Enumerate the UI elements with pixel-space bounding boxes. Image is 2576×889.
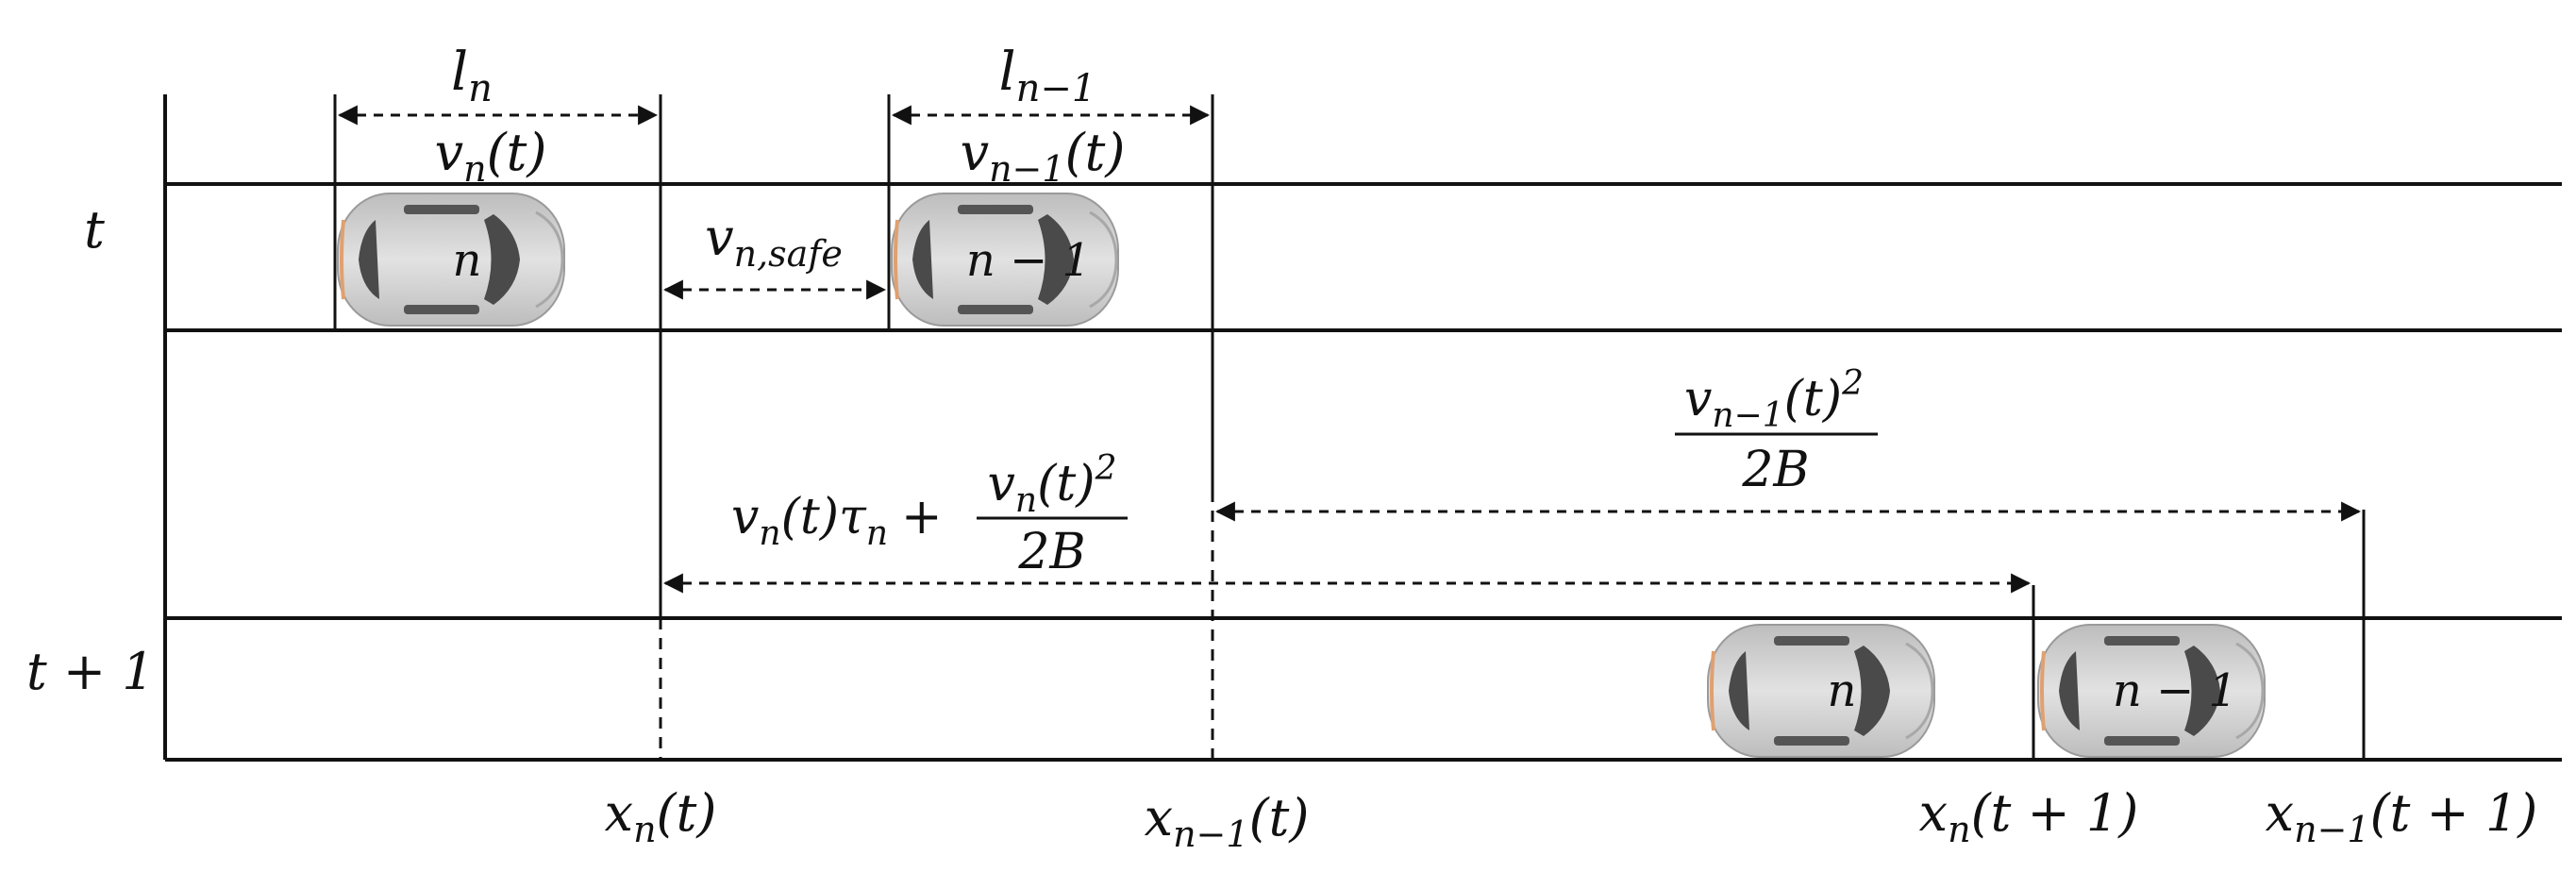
formula-leader-denominator: 2B [1741,442,1809,498]
car-n-minus-1-top-label: n − 1 [966,234,1091,287]
label-l-n-minus-1: ln−1 [999,42,1096,110]
axis-label-x-n-t: xn(t) [605,783,717,850]
label-v-n-t: vn(t) [435,123,547,190]
label-l-n: ln [451,42,493,110]
label-v-n-safe: vn,safe [705,208,843,275]
car-n-bottom-label: n [1828,664,1857,717]
formula-follower-term: vn(t)τn+ [731,489,943,553]
label-v-n-minus-1-t: vn−1(t) [961,123,1126,190]
formula-leader-numerator: vn−1(t)2 [1684,364,1864,435]
car-n-minus-1-bottom: n − 1 [2036,623,2267,759]
formula-leader-stopping: vn−1(t)2 2B [1675,364,1878,498]
axis-label-x-n-t1: xn(t + 1) [1919,783,2139,850]
formula-follower-stopping: vn(t)τn+ vn(t)2 2B [731,449,1128,580]
car-n-top: n [336,192,566,327]
car-n-minus-1-top: n − 1 [890,192,1120,327]
formula-follower-numerator: vn(t)2 [988,449,1117,520]
car-n-minus-1-bottom-label: n − 1 [2113,664,2237,717]
formula-follower-denominator: 2B [1017,524,1085,580]
axis-label-x-n-minus-1-t: xn−1(t) [1145,788,1310,855]
row-label-t: t [84,200,105,260]
row-label-t-plus-1: t + 1 [26,642,155,701]
car-n-bottom: n [1706,623,1936,759]
axis-label-x-n-minus-1-t1: xn−1(t + 1) [2266,783,2538,850]
car-n-top-label: n [453,234,482,287]
